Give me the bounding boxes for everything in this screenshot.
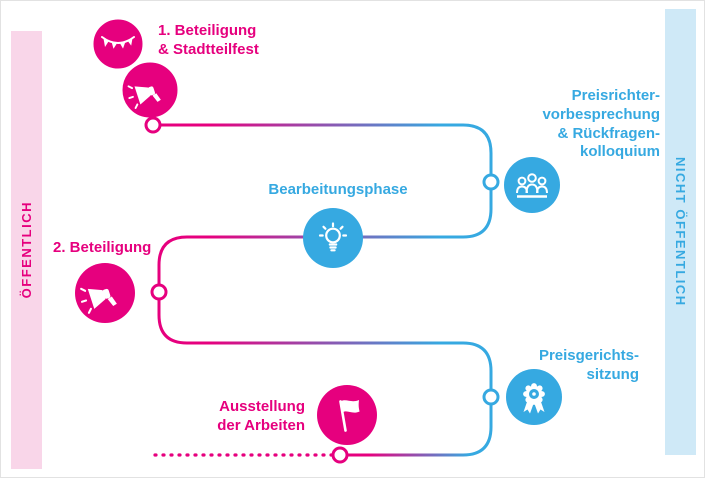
stage-circle-bearbeitungsphase xyxy=(303,208,363,268)
milestone-dot-2 xyxy=(482,173,500,191)
milestone-dot-5 xyxy=(331,446,349,464)
label-bearbeitungsphase: Bearbeitungsphase xyxy=(268,181,408,198)
label-beteiligung-1: 1. Beteiligung & Stadtteilfest xyxy=(158,22,259,58)
label-preisgericht: Preisgerichts- sitzung xyxy=(538,347,639,383)
milestone-dot-1 xyxy=(144,116,162,134)
lightbulb-icon xyxy=(318,222,348,252)
flag-icon xyxy=(339,400,360,432)
flow-line-3 xyxy=(157,299,493,390)
committee-icon xyxy=(516,173,548,198)
milestone-dot-4 xyxy=(482,388,500,406)
non-public-band-label: NICHT ÖFFENTLICH xyxy=(673,157,688,307)
public-band: ÖFFENTLICH xyxy=(11,31,42,469)
award-icon xyxy=(523,383,545,414)
stage-circle-ausstellung xyxy=(317,385,377,445)
flow-line-4 xyxy=(347,404,493,457)
label-preisrichter: Preisrichter- vorbesprechung & Rückfrage… xyxy=(542,87,660,161)
bunting-icon xyxy=(101,36,135,49)
milestone-dot-3 xyxy=(150,283,168,301)
non-public-band: NICHT ÖFFENTLICH xyxy=(665,9,696,455)
flow-line-1 xyxy=(160,123,493,175)
label-ausstellung: Ausstellung der Arbeiten xyxy=(217,398,305,434)
label-beteiligung-2: 2. Beteiligung xyxy=(53,239,152,256)
